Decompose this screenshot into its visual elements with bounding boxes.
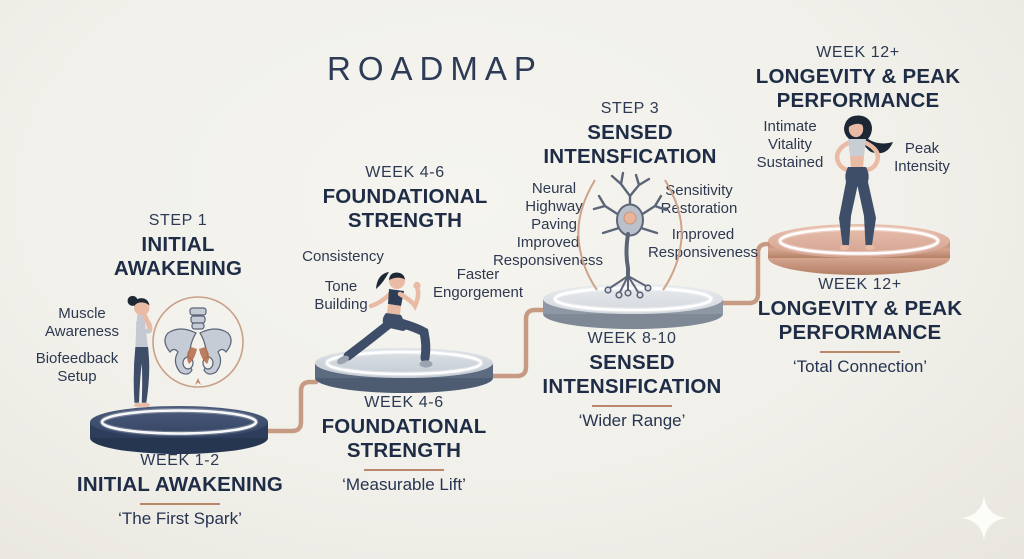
stage1-pelvic-floor-diagram	[152, 296, 244, 388]
stage2-platform-disc	[315, 348, 493, 393]
stage4-week: WEEK 12+	[818, 276, 902, 293]
stage4-label-intimate-vitality-sustained: Intimate Vitality Sustained	[756, 118, 824, 171]
stage3-label-neural-highway-paving: Neural Highway Paving	[525, 180, 583, 233]
stage3-caption: WEEK 8-10 SENSED INTENSIFICATION ‘Wider …	[517, 330, 747, 431]
stage4-platform-disc	[768, 224, 950, 275]
stage1-header-title: INITIAL AWAKENING	[113, 233, 243, 280]
stage2-header-title: FOUNDATIONAL STRENGTH	[322, 185, 488, 232]
stage4-quote: ‘Total Connection’	[792, 356, 928, 376]
stage3-week: WEEK 8-10	[587, 330, 677, 347]
stage3-quote: ‘Wider Range’	[578, 410, 686, 430]
stage3-underline	[592, 404, 672, 407]
stage3-platform-disc	[543, 284, 723, 329]
stage1-label-biofeedback-setup: Biofeedback Setup	[35, 350, 119, 385]
stage3-header-title: SENSED INTENSFICATION	[543, 121, 717, 168]
stage3-header: STEP 3 SENSED INTENSFICATION	[510, 100, 750, 169]
stage2-label-consistency: Consistency	[302, 248, 384, 265]
stage1-caption-title: INITIAL AWAKENING	[76, 473, 284, 496]
stage1-step-label: STEP 1	[148, 212, 208, 229]
stage2-caption: WEEK 4-6 FOUNDATIONAL STRENGTH ‘Measurab…	[294, 394, 514, 495]
stage3-neuron-illustration	[577, 171, 683, 299]
stage4-header-title: LONGEVITY & PEAK PERFORMANCE	[755, 65, 961, 112]
stage1-header: STEP 1 INITIAL AWAKENING	[88, 212, 268, 281]
stage2-week-label: WEEK 4-6	[365, 164, 445, 181]
stage3-step-label: STEP 3	[600, 100, 660, 117]
page-title: ROADMAP	[327, 50, 543, 87]
stage4-caption-title: LONGEVITY & PEAK PERFORMANCE	[757, 297, 963, 344]
stage1-quote: ‘The First Spark’	[118, 508, 242, 528]
stage4-caption: WEEK 12+ LONGEVITY & PEAK PERFORMANCE ‘T…	[740, 276, 980, 377]
stage2-caption-title: FOUNDATIONAL STRENGTH	[321, 415, 487, 462]
stage2-underline	[364, 468, 444, 471]
stage1-week: WEEK 1-2	[140, 452, 220, 469]
stage4-week-label: WEEK 12+	[816, 44, 900, 61]
stage3-label-improved-responsiveness-right: Improved Responsiveness	[647, 226, 759, 261]
stage2-week: WEEK 4-6	[364, 394, 444, 411]
stage3-label-improved-responsiveness-left: Improved Responsiveness	[492, 234, 604, 269]
stage4-header: WEEK 12+ LONGEVITY & PEAK PERFORMANCE	[733, 44, 983, 113]
stage2-quote: ‘Measurable Lift’	[342, 474, 466, 494]
stage2-label-faster-engorgement: Faster Engorgement	[432, 266, 524, 301]
stage4-label-peak-intensity: Peak Intensity	[894, 140, 950, 175]
stage1-caption: WEEK 1-2 INITIAL AWAKENING ‘The First Sp…	[40, 452, 320, 529]
stage1-underline	[140, 502, 220, 505]
four-point-star-icon	[962, 496, 1006, 540]
stage2-label-tone-building: Tone Building	[314, 278, 368, 313]
stage4-confident-woman-illustration	[834, 115, 893, 250]
stage1-standing-woman-illustration	[127, 295, 153, 408]
stage4-underline	[820, 350, 900, 353]
stage1-label-muscle-awareness: Muscle Awareness	[45, 305, 119, 340]
stage1-platform-disc	[90, 406, 268, 454]
stage2-header: WEEK 4-6 FOUNDATIONAL STRENGTH	[285, 164, 525, 233]
stage2-lunging-woman-illustration	[337, 272, 433, 368]
stage3-caption-title: SENSED INTENSIFICATION	[542, 351, 722, 398]
